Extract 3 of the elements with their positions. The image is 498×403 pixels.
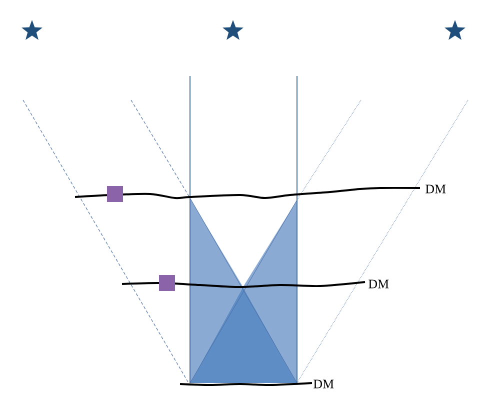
dm-label: DM xyxy=(368,280,389,288)
dm-label: DM xyxy=(314,380,334,388)
dm-label: DM xyxy=(426,184,446,194)
